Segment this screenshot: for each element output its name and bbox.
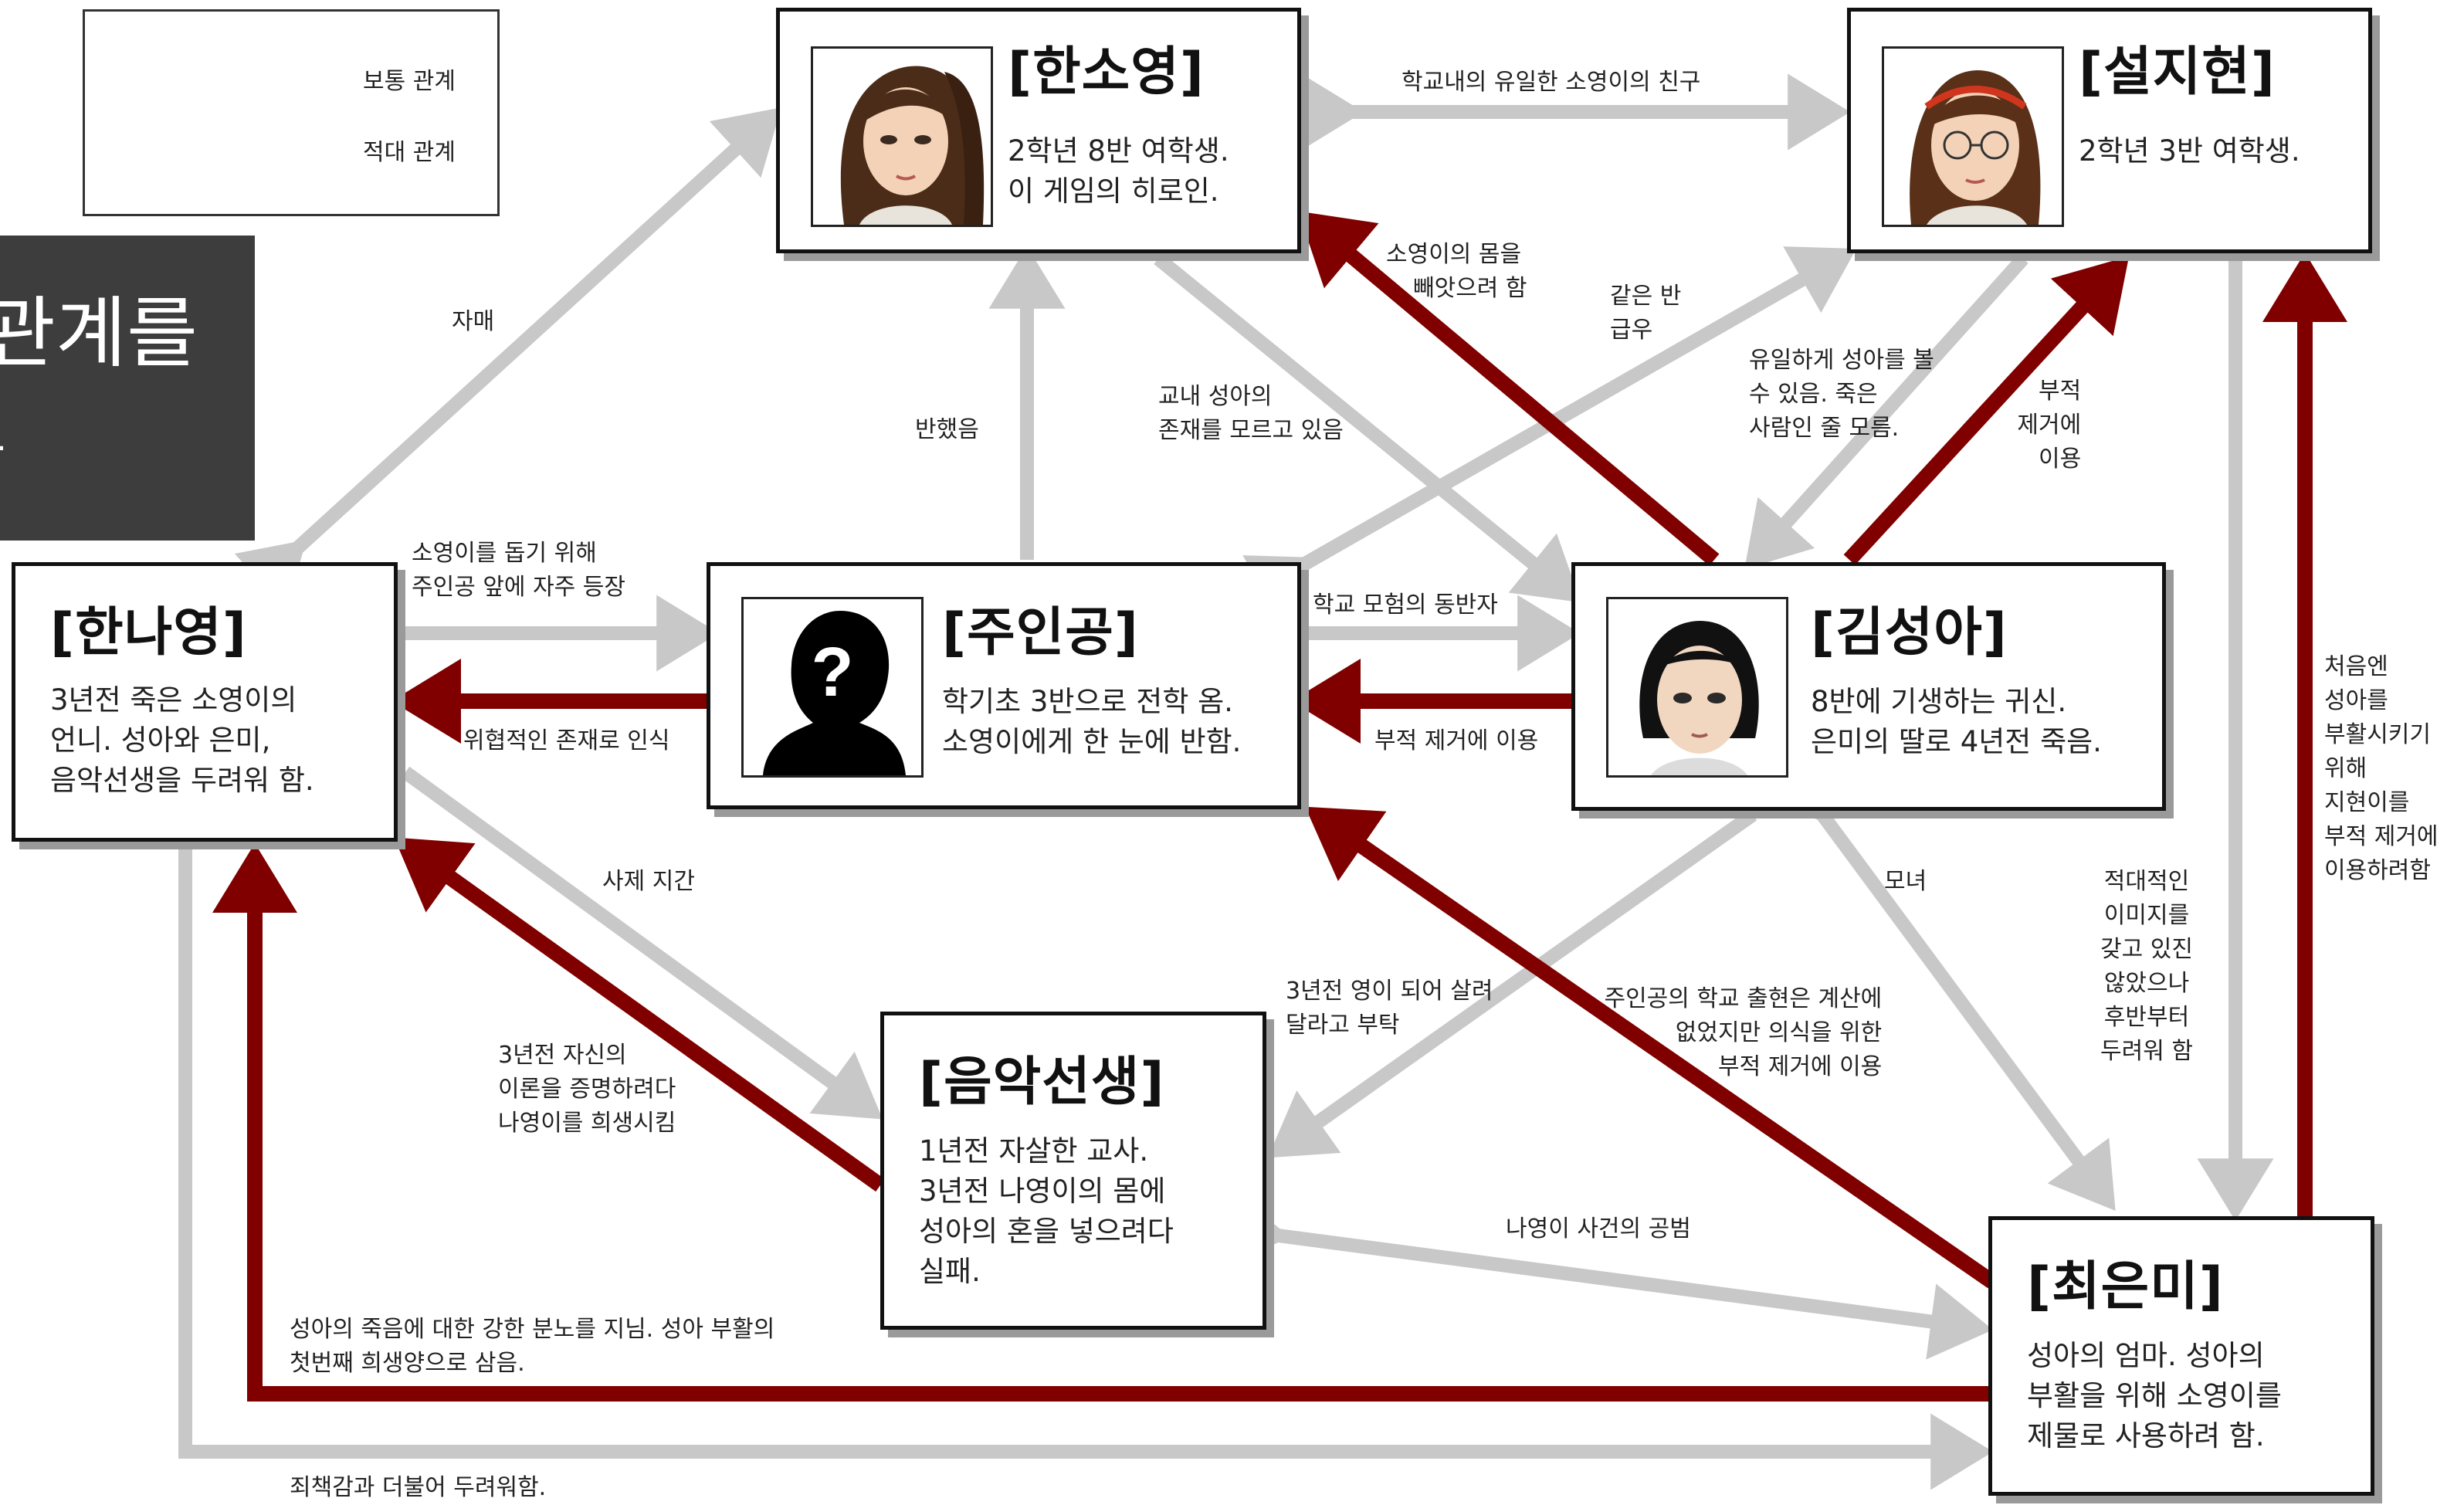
legend — [83, 9, 500, 216]
banner-text-2: l — [0, 378, 5, 469]
label-unplanned: 주인공의 학교 출현은 계산에 없었지만 의식을 위한 부적 제거에 이용 — [1604, 985, 1883, 1080]
label-prove: 3년전 자신의 이론을 증명하려다 나영이를 희생시킴 — [498, 1042, 676, 1137]
label-plea: 3년전 영이 되어 살려 달라고 부탁 — [1286, 978, 1493, 1039]
desc-teacher: 1년전 자살한 교사. 3년전 나영이의 몸에 성아의 혼을 넣으려다 실패. — [919, 1134, 1174, 1288]
name-jihyun: [설지현] — [2079, 42, 2276, 103]
desc-eunmi: 성아의 엄마. 성아의 부활을 위해 소영이를 제물로 사용하려 함. — [2027, 1339, 2282, 1452]
label-soyoung-jihyun: 학교내의 유일한 소영이의 친구 — [1401, 69, 1701, 96]
banner-text-1: 관계를 — [0, 288, 198, 378]
arrow-nayoung-teacher-mentor — [401, 766, 883, 1120]
character-card-seonga: [김성아] 8반에 기생하는 귀신. 은미의 딸로 4년전 죽음. — [1571, 562, 2166, 811]
title-banner: 관계를 l — [0, 236, 255, 541]
label-only-see: 유일하게 성아를 볼 수 있음. 죽은 사람인 줄 모름. — [1749, 347, 1934, 442]
label-threat: 위협적인 존재로 인식 — [463, 727, 670, 754]
label-help: 소영이를 돕기 위해 주인공 앞에 자주 등장 — [412, 540, 626, 601]
name-hero: [주인공] — [942, 602, 1139, 663]
desc-nayoung: 3년전 죽은 소영이의 언니. 성아와 은미, 음악선생을 두려워 함. — [50, 683, 314, 797]
label-guilt: 죄책감과 더불어 두려워함. — [290, 1474, 547, 1501]
label-unaware: 교내 성아의 존재를 모르고 있음 — [1158, 383, 1344, 444]
arrow-seonga-eunmi-mother — [1761, 751, 2116, 1212]
desc-jihyun: 2학년 3반 여학생. — [2079, 134, 2300, 168]
label-sisters: 자매 — [452, 308, 495, 335]
desc-seonga: 8반에 기생하는 귀신. 은미의 딸로 4년전 죽음. — [1811, 685, 2102, 758]
arrow-eunmi-hero-charm — [1305, 806, 1997, 1289]
legend-normal-label: 보통 관계 — [363, 68, 456, 95]
arrow-seonga-jihyun-charm — [1843, 256, 2130, 565]
name-nayoung: [한나영] — [50, 602, 247, 663]
arrow-eunmi-nayoung-rage — [212, 842, 1992, 1402]
name-eunmi: [최은미] — [2027, 1256, 2224, 1317]
arrow-hero-jihyun-classmates — [1242, 246, 1857, 622]
portrait-jihyun — [1882, 46, 2064, 227]
character-card-soyoung: [한소영] 2학년 8반 여학생. 이 게임의 히로인. — [776, 8, 1301, 253]
label-companion: 학교 모험의 동반자 — [1313, 591, 1498, 619]
label-accomplice: 나영이 사건의 공범 — [1506, 1215, 1691, 1242]
legend-hostile-label: 적대 관계 — [363, 139, 456, 166]
arrow-jihyun-seonga-see — [1744, 253, 2028, 570]
desc-hero: 학기초 3반으로 전학 옴. 소영이에게 한 눈에 반함. — [942, 685, 1242, 758]
name-seonga: [김성아] — [1811, 602, 2008, 663]
svg-text:?: ? — [812, 634, 854, 711]
label-fell-in-love: 반했음 — [915, 416, 979, 443]
name-soyoung: [한소영] — [1008, 42, 1205, 103]
label-mother-daughter: 모녀 — [1884, 868, 1927, 895]
label-same-class: 같은 반 급우 — [1610, 283, 1682, 344]
label-remove-charm: 부적 제거에 이용 — [2017, 378, 2082, 473]
arrow-teacher-eunmi-accomplice — [1223, 1191, 1994, 1360]
character-card-teacher: [음악선생] 1년전 자살한 교사. 3년전 나영이의 몸에 성아의 혼을 넣으… — [880, 1012, 1266, 1330]
label-teacher-student: 사제 지간 — [602, 868, 695, 895]
label-revive: 처음엔 성아를 부활시키기 위해 지현이를 부적 제거에 이용하려함 — [2324, 653, 2439, 884]
character-card-eunmi: [최은미] 성아의 엄마. 성아의 부활을 위해 소영이를 제물로 사용하려 함… — [1988, 1216, 2374, 1496]
label-steal-body: 소영이의 몸을 빼앗으려 함 — [1386, 241, 1527, 302]
arrow-seonga-soyoung-steal — [1298, 211, 1720, 566]
label-hostile-image: 적대적인 이미지를 갖고 있진 않았으나 후반부터 두려워 함 — [2100, 868, 2193, 1065]
character-card-jihyun: [설지현] 2학년 3반 여학생. — [1847, 8, 2372, 253]
label-rage: 성아의 죽음에 대한 강한 분노를 지님. 성아 부활의 첫번째 희생양으로 삼… — [290, 1316, 775, 1377]
arrow-nayoung-soyoung-sisters — [234, 107, 781, 611]
name-teacher: [음악선생] — [919, 1052, 1165, 1113]
arrow-seonga-teacher-plea — [1267, 808, 1757, 1158]
portrait-seonga — [1606, 597, 1788, 778]
desc-soyoung: 2학년 8반 여학생. 이 게임의 히로인. — [1008, 134, 1229, 208]
character-card-hero: ? [주인공] 학기초 3반으로 전학 옴. 소영이에게 한 눈에 반함. — [707, 562, 1301, 809]
portrait-hero-silhouette: ? — [741, 597, 924, 778]
character-card-nayoung: [한나영] 3년전 죽은 소영이의 언니. 성아와 은미, 음악선생을 두려워 … — [12, 562, 398, 842]
label-charm-use: 부적 제거에 이용 — [1374, 727, 1539, 754]
arrow-teacher-nayoung-sacrifice — [394, 837, 885, 1192]
portrait-soyoung — [811, 46, 993, 227]
arrow-nayoung-eunmi-guilt — [178, 849, 1994, 1490]
